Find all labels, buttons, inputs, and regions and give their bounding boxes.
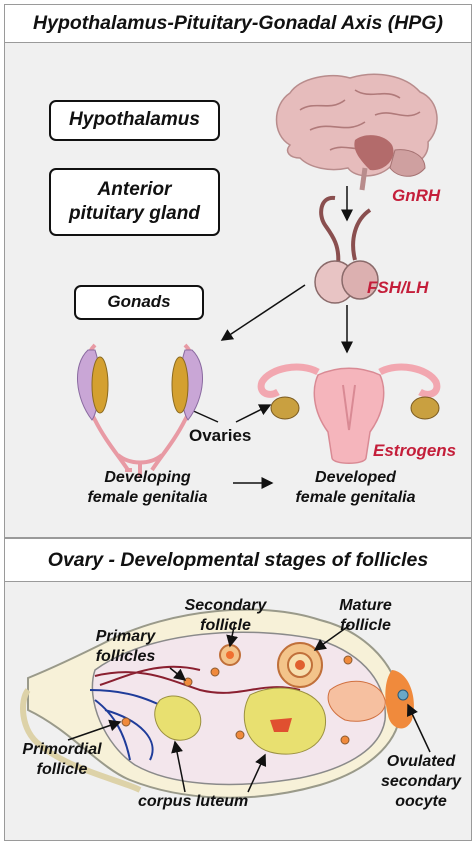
header-ovary-stages: Ovary - Developmental stages of follicle… [4,538,472,582]
secondary-line1: Secondary [184,597,267,614]
gonads-box: Gonads [74,285,204,320]
mature-line1: Mature [339,597,392,614]
arrow-corpus-luteum-2 [247,753,267,793]
primordial-line1: Primordial [22,741,102,758]
arrow-corpus-luteum-1 [171,740,186,793]
anterior-pituitary-box: Anterior pituitary gland [49,168,220,236]
arrow-to-gonads [220,284,306,341]
estrogens-label: Estrogens [373,441,457,460]
ovary-diagram [20,608,414,799]
developing-genitalia-icon [77,343,203,478]
mature-line2: follicle [340,617,391,634]
developed-line2: female genitalia [295,489,416,506]
arrow-primordial-follicle [67,719,122,741]
brain-icon [275,73,438,191]
pituitary-gland-icon [314,195,379,304]
uterus-icon [257,363,441,464]
ovulated-line2: secondary [380,773,462,790]
anterior-pituitary-line1: Anterior [97,179,172,200]
primary-follicles-label: Primary follicles [78,627,173,667]
mature-follicle-label: Mature follicle [318,596,413,636]
secondary-line2: follicle [200,617,251,634]
ovulated-oocyte-label: Ovulated secondary oocyte [375,752,467,812]
secondary-follicle-label: Secondary follicle [168,596,283,636]
ovulated-line3: oocyte [395,793,447,810]
developing-line1: Developing [104,469,191,486]
primary-line2: follicles [95,648,156,665]
ovulated-line1: Ovulated [386,753,456,770]
developed-line1: Developed [315,469,396,486]
developing-line2: female genitalia [87,489,208,506]
arrow-ovaries-right [235,404,272,423]
arrow-primary-follicles [169,667,187,681]
ovaries-label: Ovaries [189,426,252,445]
arrow-ovulated-oocyte [407,703,431,753]
anterior-pituitary-line2: pituitary gland [69,203,200,224]
arrow-secondary-follicle [226,621,239,648]
primordial-follicle-label: Primordial follicle [12,740,112,780]
header-hpg-axis: Hypothalamus-Pituitary-Gonadal Axis (HPG… [4,4,472,43]
primordial-line2: follicle [36,761,88,778]
arrow-mature-follicle [313,624,351,651]
fsh-lh-label: FSH/LH [367,278,429,297]
developing-genitalia-label: Developing female genitalia [75,468,220,508]
hypothalamus-box: Hypothalamus [49,100,220,141]
developed-genitalia-label: Developed female genitalia [278,468,433,508]
corpus-luteum-label: corpus luteum [138,793,249,810]
gnrh-label: GnRH [392,186,441,205]
primary-line1: Primary [95,628,156,645]
